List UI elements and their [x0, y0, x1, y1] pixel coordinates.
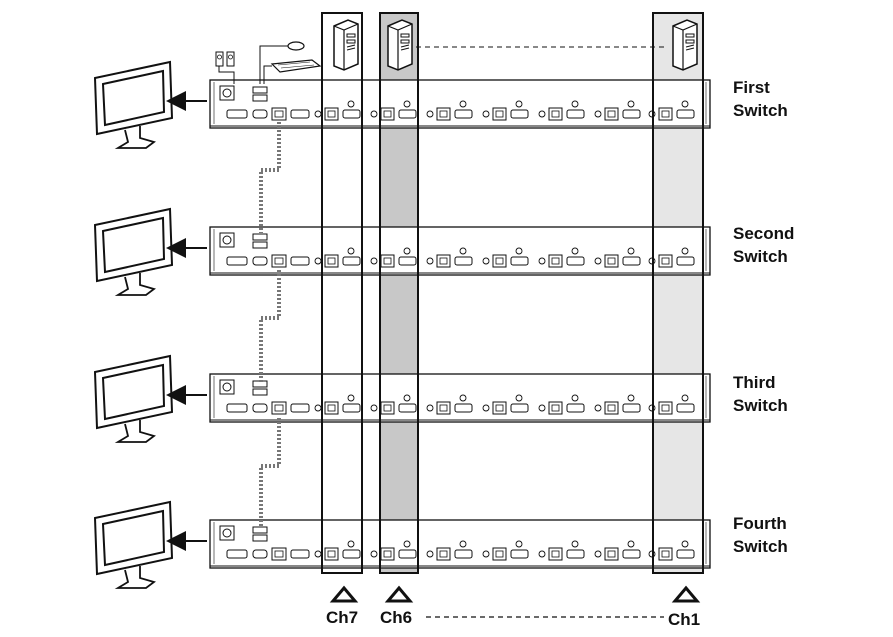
channel-port-icon: [538, 540, 585, 561]
ch6-triangle-icon: [384, 585, 414, 603]
ch6-column-outline: [379, 12, 419, 574]
channel-label-ch1: Ch1: [668, 610, 701, 629]
channel-port-icon: [482, 247, 529, 268]
channel-port-icon: [594, 540, 641, 561]
chain-port-icon: [252, 254, 310, 268]
channel-port-icon: [426, 100, 473, 121]
ch1-column-outline: [652, 12, 704, 574]
switch-label-line1: Third: [733, 373, 776, 392]
monitor-fourth-icon: [93, 500, 207, 589]
ch1-triangle-icon: [671, 585, 701, 603]
console-video-port-icon: [226, 109, 248, 119]
switch-label-line1: Fourth: [733, 514, 787, 533]
console-usb-ports-icon: [252, 526, 268, 542]
switch-label-line2: Switch: [733, 537, 788, 556]
console-video-port-icon: [226, 549, 248, 559]
keyboard-icon: [263, 59, 322, 84]
channel-markers: [329, 585, 701, 603]
channel-port-icon: [482, 540, 529, 561]
channel-port-icon: [594, 247, 641, 268]
switch-label-line2: Switch: [733, 101, 788, 120]
channel-port-icon: [370, 394, 417, 415]
switch-label-line2: Switch: [733, 247, 788, 266]
switch-label-line1: First: [733, 78, 770, 97]
channel-port-icon: [426, 247, 473, 268]
channel-port-icon: [538, 247, 585, 268]
cascade-cable-2-3: [259, 270, 281, 382]
ch7-column-outline: [321, 12, 363, 574]
cascade-cable-3-4: [259, 418, 281, 528]
console-video-port-icon: [226, 256, 248, 266]
channel-port-icon: [314, 540, 361, 561]
chain-port-icon: [252, 401, 310, 415]
channel-port-icon: [594, 394, 641, 415]
channel-port-icon: [426, 540, 473, 561]
kvm-switch-second: [209, 226, 711, 276]
monitor-third-icon: [93, 354, 207, 443]
cascade-cable-1-2: [259, 122, 281, 233]
power-socket-icon: [219, 85, 235, 101]
power-socket-icon: [219, 232, 235, 248]
channel-port-icon: [482, 100, 529, 121]
channel-port-icon: [648, 100, 695, 121]
kvm-switch-first: [209, 79, 711, 129]
channel-port-icon: [314, 100, 361, 121]
mouse-icon: [259, 41, 305, 84]
channel-port-icon: [648, 394, 695, 415]
ch7-triangle-icon: [329, 585, 359, 603]
computer-ch6-icon: [387, 19, 413, 71]
computer-ch1-icon: [672, 19, 698, 71]
channel-port-icon: [648, 540, 695, 561]
switch-label-line1: Second: [733, 224, 795, 243]
channel-port-icon: [370, 247, 417, 268]
cascade-cables: [259, 122, 281, 528]
console-usb-ports-icon: [252, 233, 268, 249]
console-video-port-icon: [226, 403, 248, 413]
channel-port-icon: [314, 394, 361, 415]
chain-port-icon: [252, 107, 310, 121]
channel-port-icon: [426, 394, 473, 415]
speakers-icon: [215, 51, 235, 84]
computer-ch7-icon: [333, 19, 359, 71]
monitor-first-icon: [93, 60, 207, 149]
channel-port-icon: [538, 100, 585, 121]
monitor-second-icon: [93, 207, 207, 296]
switch-label-line2: Switch: [733, 396, 788, 415]
channel-port-icon: [538, 394, 585, 415]
power-socket-icon: [219, 525, 235, 541]
chain-port-icon: [252, 547, 310, 561]
channel-port-icon: [314, 247, 361, 268]
power-socket-icon: [219, 379, 235, 395]
kvm-switch-third: [209, 373, 711, 423]
channel-port-icon: [594, 100, 641, 121]
kvm-switch-fourth: [209, 519, 711, 569]
channel-port-icon: [648, 247, 695, 268]
channel-label-ch7: Ch7: [326, 608, 359, 627]
channel-label-ch6: Ch6: [380, 608, 413, 627]
channel-port-icon: [482, 394, 529, 415]
console-usb-ports-icon: [252, 86, 268, 102]
